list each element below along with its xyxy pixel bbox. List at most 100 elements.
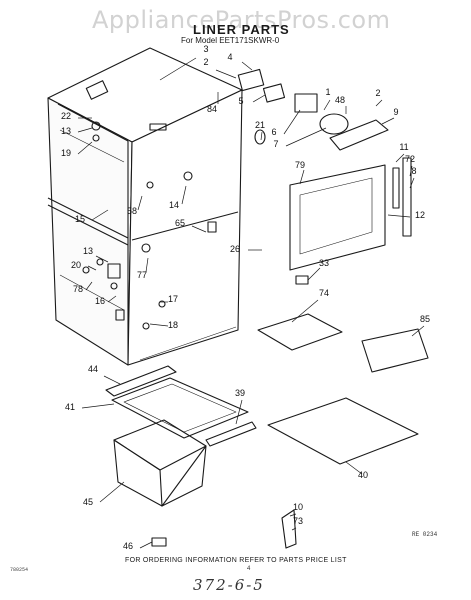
callout-73: 73 xyxy=(293,516,303,526)
leader-line-11 xyxy=(395,153,405,163)
leader-line-20 xyxy=(87,265,97,271)
callout-14: 14 xyxy=(169,200,179,210)
callout-20: 20 xyxy=(71,260,81,270)
part-40-glass-shelf xyxy=(267,397,419,465)
callout-46: 46 xyxy=(123,541,133,551)
part-44-trim xyxy=(105,365,177,397)
leader-line-12 xyxy=(387,214,411,218)
callout-17: 17 xyxy=(168,294,178,304)
callout-74: 74 xyxy=(319,288,329,298)
callout-13: 13 xyxy=(83,246,93,256)
leader-line-21 xyxy=(260,131,263,141)
leader-line-10 xyxy=(289,513,297,517)
callout-9: 9 xyxy=(393,107,398,117)
callout-7: 7 xyxy=(273,139,278,149)
leader-line-45 xyxy=(99,481,125,503)
liner-cabinet xyxy=(47,47,243,366)
watermark: AppliancePartsPros.com xyxy=(92,6,391,34)
callout-33: 33 xyxy=(319,258,329,268)
part-12-evaporator-cover xyxy=(289,164,386,271)
callout-5: 5 xyxy=(238,96,243,106)
callout-2: 2 xyxy=(375,88,380,98)
leader-line-44 xyxy=(103,375,121,385)
leader-line-79 xyxy=(299,169,305,185)
leader-line-6 xyxy=(283,109,301,135)
leader-line-2 xyxy=(215,69,237,79)
callout-1: 1 xyxy=(325,87,330,97)
callout-13: 13 xyxy=(61,126,71,136)
callout-72: 72 xyxy=(405,154,415,164)
leader-line-46 xyxy=(139,541,153,549)
leader-line-73 xyxy=(291,527,297,531)
leader-line-65 xyxy=(191,225,207,233)
leader-line-18 xyxy=(149,323,169,327)
callout-26: 26 xyxy=(230,244,240,254)
callout-22: 22 xyxy=(61,111,71,121)
leader-line-19 xyxy=(77,141,93,155)
leader-line-7 xyxy=(285,127,327,147)
callout-2: 2 xyxy=(203,57,208,67)
leader-line-8 xyxy=(409,177,415,189)
leader-line-78 xyxy=(85,281,93,291)
leader-line-41 xyxy=(81,403,115,409)
callout-65: 65 xyxy=(175,218,185,228)
leader-line-13 xyxy=(77,127,93,133)
page-number: 4 xyxy=(247,566,251,572)
callout-84: 84 xyxy=(207,104,217,114)
callout-21: 21 xyxy=(255,120,265,130)
callout-39: 39 xyxy=(235,388,245,398)
leader-line-77 xyxy=(145,257,149,273)
callout-41: 41 xyxy=(65,402,75,412)
leader-line-3 xyxy=(159,57,197,81)
part-9-damper-housing xyxy=(329,119,389,151)
callout-78: 78 xyxy=(73,284,83,294)
callout-6: 6 xyxy=(271,127,276,137)
callout-40: 40 xyxy=(358,470,368,480)
model-line: For Model EET171SKWR-0 xyxy=(181,36,280,45)
callout-11: 11 xyxy=(399,142,408,152)
part-5-bracket xyxy=(262,83,286,103)
leader-line-2 xyxy=(375,99,383,107)
leader-line-74 xyxy=(291,299,319,323)
leader-line-58 xyxy=(137,195,143,211)
leader-line-9 xyxy=(381,117,395,125)
callout-8: 8 xyxy=(411,166,416,176)
leader-line-40 xyxy=(345,461,363,475)
callout-85: 85 xyxy=(420,314,430,324)
callout-4: 4 xyxy=(227,52,232,62)
leader-line-1 xyxy=(323,99,331,111)
part-41-crisper-cover xyxy=(111,377,249,439)
part-21-light-socket xyxy=(254,129,266,145)
part-39-trim xyxy=(205,421,257,447)
leader-line-85 xyxy=(411,325,425,337)
drawing-reference-code: RE 0234 xyxy=(412,531,438,538)
callout-3: 3 xyxy=(203,44,208,54)
callout-58: 58 xyxy=(127,206,137,216)
part-7-fan-blade xyxy=(319,113,349,135)
part-46-hinge xyxy=(151,537,167,547)
leader-line-15 xyxy=(91,209,109,221)
leader-line-33 xyxy=(307,267,321,281)
part-33-drain xyxy=(295,275,309,285)
part-4-housing xyxy=(237,68,265,92)
leader-line-14 xyxy=(181,185,187,205)
callout-10: 10 xyxy=(293,502,303,512)
part-85-ice-tray xyxy=(361,328,429,373)
leader-line-39 xyxy=(235,399,243,425)
callout-12: 12 xyxy=(415,210,425,220)
callout-48: 48 xyxy=(335,95,345,105)
handwritten-note: 372-6-5 xyxy=(193,576,265,594)
leader-line-13 xyxy=(95,255,109,263)
callout-77: 77 xyxy=(137,270,147,280)
callout-18: 18 xyxy=(168,320,178,330)
part-10-leveling-leg xyxy=(281,509,297,549)
callout-15: 15 xyxy=(75,214,85,224)
leader-line-72 xyxy=(409,165,413,177)
callout-44: 44 xyxy=(88,364,98,374)
callout-16: 16 xyxy=(95,296,105,306)
callout-19: 19 xyxy=(61,148,71,158)
ordering-instruction: FOR ORDERING INFORMATION REFER TO PARTS … xyxy=(125,557,347,564)
